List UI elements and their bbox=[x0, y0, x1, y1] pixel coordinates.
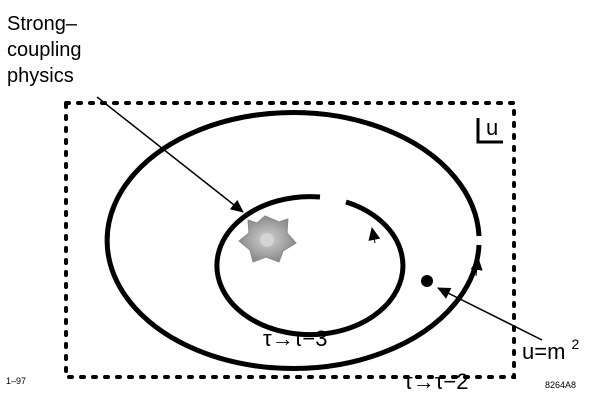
pole-label: u=m 2 bbox=[522, 336, 580, 364]
corner-left-label: 1–97 bbox=[6, 376, 26, 386]
pole-arrow bbox=[437, 287, 543, 341]
corner-right-label: 8264A8 bbox=[545, 380, 576, 390]
plane-label-corner bbox=[476, 118, 503, 144]
inner-ring-arrow bbox=[368, 227, 381, 244]
plane-boundary bbox=[64, 101, 516, 379]
strong-coupling-core bbox=[260, 233, 274, 247]
inner-ring bbox=[214, 194, 406, 338]
pole-label-base: u=m bbox=[522, 339, 565, 364]
outer-ring-arrow bbox=[470, 257, 483, 277]
pole-point bbox=[421, 275, 433, 287]
annotation-line-1: Strong– bbox=[7, 13, 78, 35]
outer-ring-label: τ→τ−2 bbox=[404, 369, 468, 394]
plane-label: u bbox=[486, 115, 498, 140]
annotation-line-2: coupling bbox=[7, 39, 82, 61]
inner-ring-label: τ→τ−3 bbox=[263, 326, 327, 351]
outer-ring bbox=[104, 110, 482, 371]
annotation-arrow bbox=[96, 96, 244, 213]
annotation-line-3: physics bbox=[7, 65, 74, 87]
pole-label-exponent: 2 bbox=[572, 336, 580, 352]
